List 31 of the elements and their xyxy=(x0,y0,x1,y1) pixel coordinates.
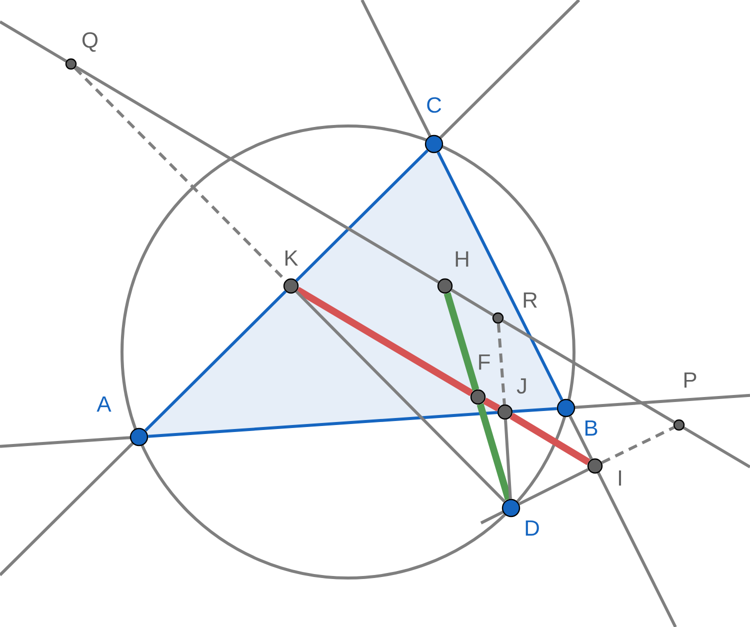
point-label: K xyxy=(285,250,298,266)
point-label: R xyxy=(524,292,537,308)
point-label: I xyxy=(618,470,622,486)
segment xyxy=(148,411,498,438)
segment xyxy=(502,320,675,424)
segment xyxy=(510,412,590,466)
segment xyxy=(482,398,500,412)
point-label: D xyxy=(526,520,539,536)
segment xyxy=(450,288,494,316)
point-label: J xyxy=(516,378,526,394)
point-label: H xyxy=(456,251,468,267)
segment xyxy=(75,66,440,284)
segment xyxy=(601,426,675,464)
point-label: A xyxy=(96,396,112,412)
segment xyxy=(444,292,480,391)
point-label: B xyxy=(585,420,598,436)
segment xyxy=(504,420,512,500)
segment xyxy=(476,403,512,500)
segment xyxy=(295,149,429,282)
point-label: Q xyxy=(82,32,98,52)
segment xyxy=(295,290,506,503)
point-label: F xyxy=(479,354,490,370)
segment xyxy=(496,323,506,405)
segment xyxy=(512,407,558,413)
point-label: C xyxy=(427,97,442,113)
segment xyxy=(436,151,564,401)
segment xyxy=(518,468,589,506)
segment xyxy=(568,415,593,460)
point-label: P xyxy=(684,372,696,388)
segment xyxy=(296,286,474,396)
segment xyxy=(144,290,287,432)
